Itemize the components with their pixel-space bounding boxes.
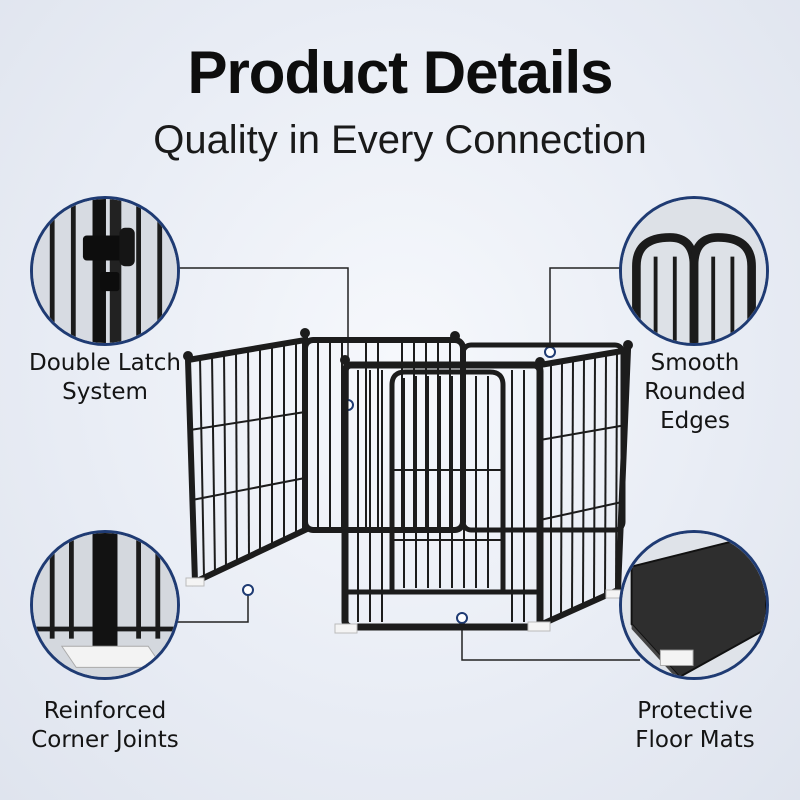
feature-label-rounded-edges: Smooth Rounded Edges (644, 350, 746, 434)
corner-joint-icon (33, 533, 177, 677)
corner-joint-closeup-image (30, 530, 180, 680)
playpen-cage (183, 328, 633, 631)
feature-label-floor-mats: Protective Floor Mats (635, 698, 755, 753)
latch-icon (33, 199, 177, 343)
feature-label-corner-joints: Reinforced Corner Joints (31, 698, 179, 753)
callout-lines (160, 267, 640, 661)
page-subtitle: Quality in Every Connection (153, 118, 647, 162)
floor-mat-closeup-image (619, 530, 769, 680)
latch-closeup-image (30, 196, 180, 346)
rounded-edge-closeup-image (619, 196, 769, 346)
floor-mat-icon (622, 533, 766, 677)
feature-label-double-latch: Double Latch System (29, 350, 181, 405)
floor-mat-pads (185, 577, 625, 634)
page-title: Product Details (187, 39, 613, 106)
callout-dots (242, 346, 556, 624)
rounded-edge-icon (622, 199, 766, 343)
